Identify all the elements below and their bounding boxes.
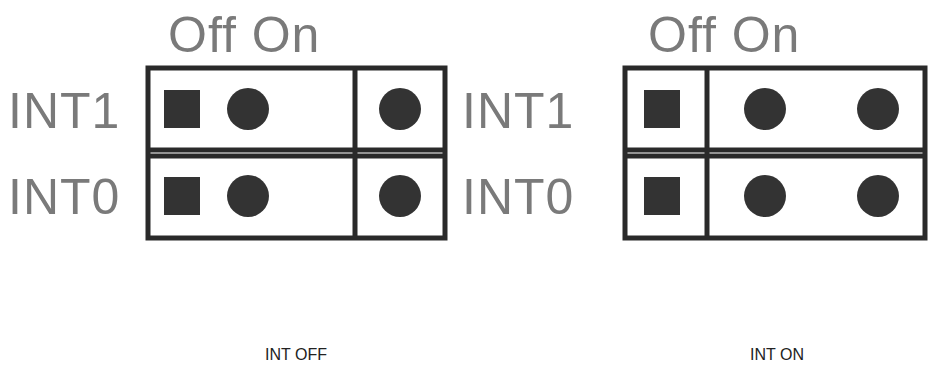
jumper-pins [644,88,899,217]
jumper-block [148,68,445,238]
signal-name: INT0 [8,172,120,222]
signal-name: INT0 [462,172,574,222]
jumper-block [625,68,925,238]
position-label: Off On [168,10,320,60]
caption-label: INT OFF [265,347,327,363]
signal-name: INT1 [462,86,574,136]
position-label: Off On [648,10,800,60]
signal-name: INT1 [8,86,120,136]
caption-label: INT ON [750,347,804,363]
jumper-pins [164,88,421,217]
